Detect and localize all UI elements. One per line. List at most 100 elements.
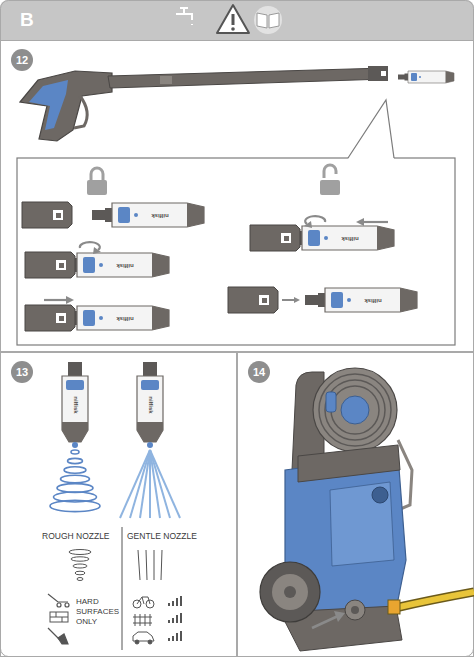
spray-gun (160, 76, 172, 84)
rough-spray (57, 484, 93, 493)
wand-end (228, 287, 278, 313)
tap-icon (183, 9, 185, 14)
wand-end (25, 305, 75, 331)
wand-end (22, 202, 72, 228)
inlet-arrow (312, 611, 345, 628)
fence-icon (135, 614, 136, 626)
gentle-icon (161, 550, 162, 580)
rough-spray (68, 458, 83, 463)
pressure-washer (331, 386, 379, 434)
pull-arrow (356, 218, 364, 226)
fence-icon (133, 617, 152, 618)
callout-pointer (348, 100, 394, 159)
pressure-bars (172, 636, 174, 641)
gentle-spray (150, 450, 170, 518)
rough-spray (50, 500, 100, 511)
push-arrow (66, 296, 74, 304)
bicycle-icon (133, 597, 154, 608)
pressure-washer (372, 487, 388, 503)
pressure-washer (330, 482, 394, 566)
tap-icon (176, 14, 192, 20)
callout-number: 14 (248, 361, 270, 383)
bicycle-icon (137, 597, 150, 604)
nozzle (305, 288, 417, 312)
rough-spray (71, 450, 79, 454)
nozzle-label: GENTLE NOZZLE (127, 531, 197, 541)
spray-gun (74, 96, 87, 128)
spray-gun (20, 71, 112, 141)
rotate-arrow (80, 242, 101, 254)
mower-icon (65, 603, 69, 607)
manual-icon (254, 6, 282, 34)
nozzle-label: ROUGH NOZZLE (42, 531, 110, 541)
separate-arrow (282, 299, 296, 301)
nozzle (398, 71, 454, 83)
pressure-bars (180, 631, 182, 641)
warning-icon (217, 5, 249, 33)
callout-pointer (348, 100, 394, 158)
nozzle (92, 203, 204, 227)
manual-icon (254, 6, 282, 34)
brick-icon (50, 612, 68, 622)
mower-icon (57, 603, 61, 607)
fence-icon (133, 614, 152, 626)
pressure-washer (284, 586, 296, 598)
spray-gun (108, 68, 386, 88)
pull-arrow (356, 218, 388, 226)
pressure-bars (168, 596, 182, 641)
gentle-spray (120, 450, 150, 518)
mower-icon (48, 594, 69, 607)
pull-arrow (362, 221, 388, 223)
pressure-washer (260, 368, 474, 651)
pressure-washer (325, 380, 385, 440)
lock (87, 168, 107, 195)
tap-icon (180, 7, 188, 9)
fence-icon (145, 614, 146, 626)
brick-icon (50, 617, 68, 618)
warning-icon (232, 14, 235, 25)
push-arrow (44, 299, 68, 301)
pressure-washer (395, 592, 474, 608)
fence-icon (150, 614, 151, 626)
brick-icon (56, 612, 57, 617)
gentle-spray (130, 450, 150, 518)
callout-number: 13 (11, 361, 33, 383)
pressure-washer (341, 396, 369, 424)
inlet-arrow (312, 616, 338, 628)
pressure-washer (345, 600, 365, 620)
car-icon (148, 640, 152, 644)
brick-icon (62, 617, 63, 622)
wand-end (250, 225, 300, 251)
pressure-washer (272, 574, 308, 610)
column-divider (122, 527, 123, 650)
spray-gun (20, 66, 388, 141)
pressure-bars (168, 620, 170, 623)
pressure-bars (172, 601, 174, 606)
rough-icon (73, 564, 87, 568)
push-arrow (44, 296, 74, 304)
pressure-bars (180, 596, 182, 606)
rotate-arrow (304, 216, 325, 228)
pressure-washer (388, 600, 400, 614)
inlet-arrow (334, 611, 345, 622)
rough-icon (75, 571, 85, 575)
gentle-spray (150, 450, 180, 518)
pressure-bars (168, 603, 170, 606)
pressure-bars (168, 638, 170, 641)
usage-note: HARD SURFACES ONLY (76, 597, 124, 627)
pressure-bars (172, 618, 174, 623)
warning-icon (231, 27, 235, 31)
mower-icon (48, 594, 68, 602)
rough-icon (71, 557, 89, 561)
rough-icon (69, 550, 91, 555)
rough-spray (50, 450, 100, 512)
gentle-spray (120, 450, 180, 518)
warning-icon (217, 5, 249, 33)
car-icon (135, 640, 139, 644)
pressure-washer (319, 374, 391, 446)
section-letter: B (20, 9, 34, 31)
pressure-bars (176, 633, 178, 641)
callout-number: 12 (11, 49, 33, 71)
rough-nozzle (62, 362, 88, 448)
